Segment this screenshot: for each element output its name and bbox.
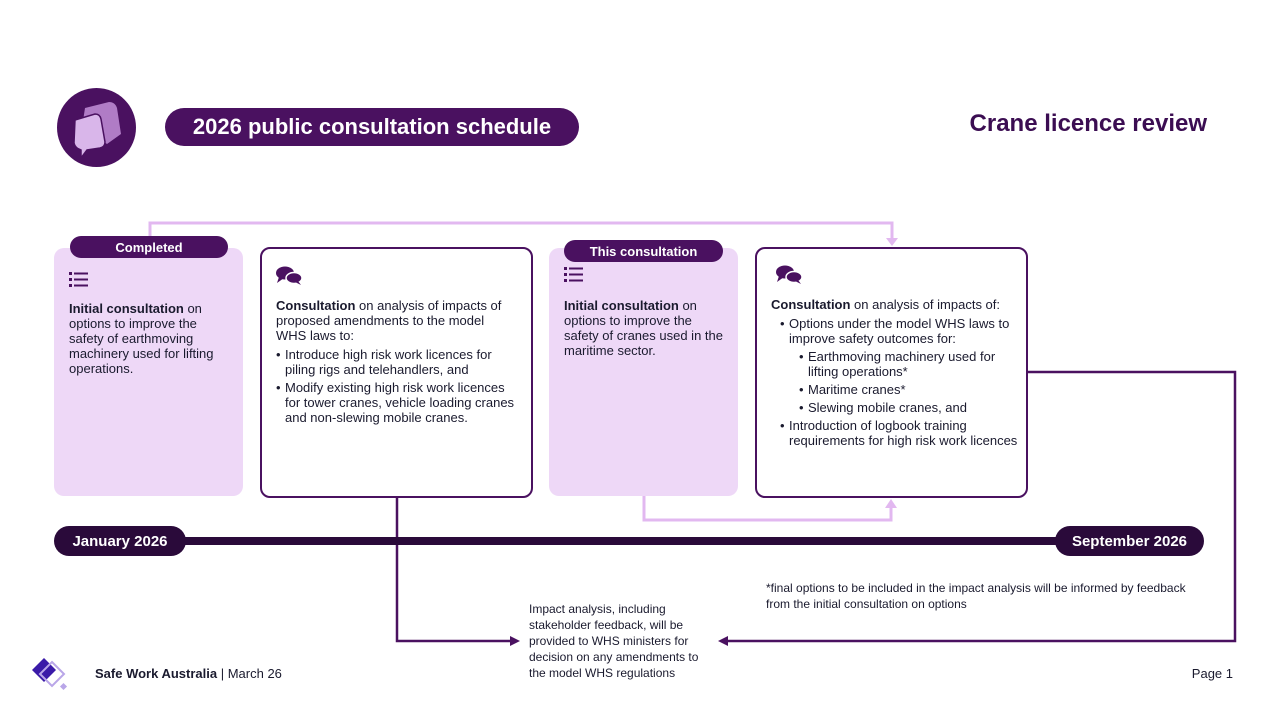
review-title: Crane licence review xyxy=(969,110,1207,137)
footer-separator: | xyxy=(217,666,228,681)
speech-cards-icon xyxy=(73,102,121,161)
brand-logo xyxy=(57,88,136,167)
connector-bottom xyxy=(642,496,893,522)
connector-card4-impact xyxy=(726,370,1237,643)
connector-bottom-arrow xyxy=(885,499,897,508)
card-lead-bold: Consultation xyxy=(771,297,851,312)
footnote: *final options to be included in the imp… xyxy=(766,581,1186,611)
card-lead-bold: Consultation xyxy=(276,298,356,313)
connector-card2-impact xyxy=(395,497,512,643)
list-icon xyxy=(69,272,88,287)
chat-bubbles-icon xyxy=(276,266,302,285)
card-amendments-consultation: Consultation on analysis of impacts of p… xyxy=(260,247,533,498)
page-title: 2026 public consultation schedule xyxy=(165,108,579,146)
timeline-start: January 2026 xyxy=(54,526,186,556)
card-lead-bold: Initial consultation xyxy=(564,298,679,313)
sub-list-item: Slewing mobile cranes, and xyxy=(799,400,1019,415)
card-this-consultation: Initial consultation on options to impro… xyxy=(549,248,738,496)
card-bullet-list: Options under the model WHS laws to impr… xyxy=(771,316,1019,448)
sub-bullet-list: Earthmoving machinery used for lifting o… xyxy=(789,349,1019,415)
chat-bubbles-icon xyxy=(776,265,802,284)
footer-organisation: Safe Work Australia | March 26 xyxy=(95,666,282,681)
card-impact-consultation: Consultation on analysis of impacts of: … xyxy=(755,247,1028,498)
footer-date: March 26 xyxy=(227,666,282,681)
status-badge-this-consultation: This consultation xyxy=(564,240,723,262)
sub-list-item: Maritime cranes* xyxy=(799,382,1019,397)
connector-card4-arrow xyxy=(718,636,728,646)
card-lead-text: on options to improve the safety of eart… xyxy=(69,301,214,376)
status-badge-completed: Completed xyxy=(70,236,228,258)
sub-list-item: Earthmoving machinery used for lifting o… xyxy=(799,349,1019,379)
page-number: Page 1 xyxy=(1191,666,1233,681)
timeline-bar xyxy=(150,537,1110,545)
impact-analysis-note: Impact analysis, including stakeholder f… xyxy=(529,602,699,680)
connector-card2-arrow xyxy=(510,636,520,646)
list-item: Modify existing high risk work licences … xyxy=(276,380,516,425)
list-item: Introduce high risk work licences for pi… xyxy=(276,347,516,377)
timeline-end: September 2026 xyxy=(1055,526,1204,556)
card-lead-text: on analysis of impacts of proposed amend… xyxy=(276,298,502,343)
list-item-text: Options under the model WHS laws to impr… xyxy=(789,316,1010,346)
card-completed: Initial consultation on options to impro… xyxy=(54,248,243,496)
connector-top-arrow xyxy=(886,238,898,246)
card-lead-bold: Initial consultation xyxy=(69,301,184,316)
list-icon xyxy=(564,267,583,282)
safe-work-australia-logo xyxy=(32,658,68,691)
card-lead-text: on analysis of impacts of: xyxy=(850,297,1001,312)
card-lead-text: on options to improve the safety of cran… xyxy=(564,298,723,358)
list-item: Introduction of logbook training require… xyxy=(780,418,1019,448)
card-bullet-list: Introduce high risk work licences for pi… xyxy=(276,347,516,425)
footer-org-name: Safe Work Australia xyxy=(95,666,218,681)
list-item: Options under the model WHS laws to impr… xyxy=(780,316,1019,415)
connector-top xyxy=(148,221,894,247)
